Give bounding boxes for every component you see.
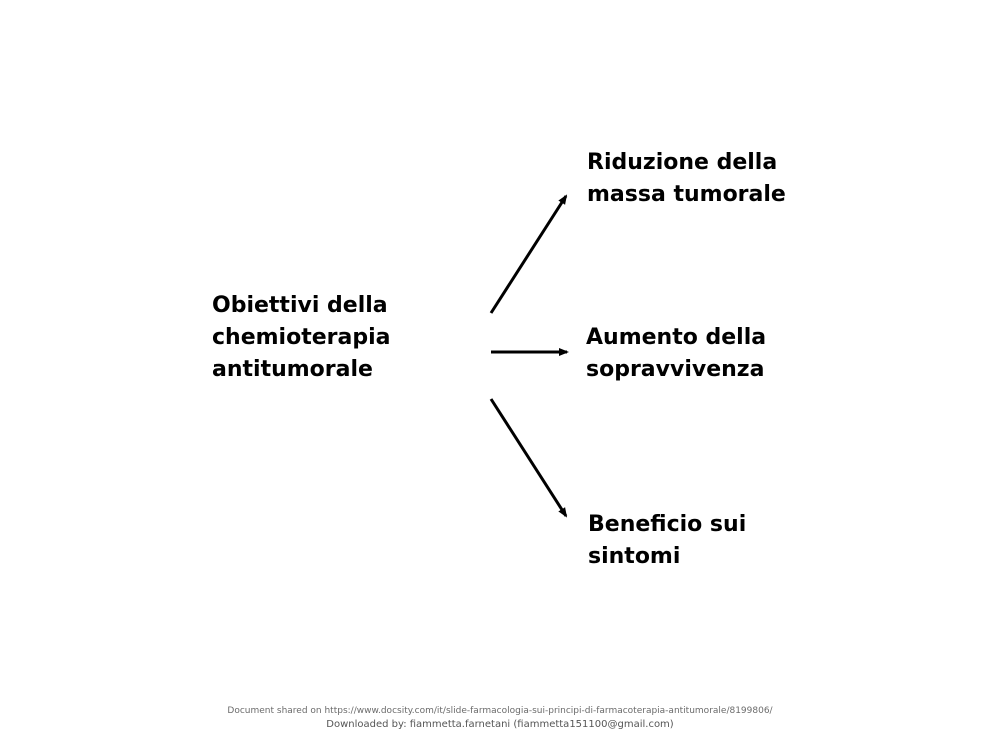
footer-downloaded-by: Downloaded by: fiammetta.farnetani (fiam… [326, 719, 674, 730]
goal-1-line-2: massa tumorale [587, 182, 786, 207]
source-node: Obiettivi della chemioterapia antitumora… [212, 290, 390, 386]
goal-3-line-1: Beneficio sui [588, 512, 747, 537]
goal-1-line-1: Riduzione della [587, 150, 778, 175]
goal-2-line-2: sopravvivenza [586, 357, 765, 382]
source-line-1: Obiettivi della [212, 293, 388, 318]
arrow-up [489, 194, 568, 314]
arrow-down [489, 398, 568, 518]
source-line-2: chemioterapia [212, 325, 391, 350]
goal-3-line-2: sintomi [588, 544, 681, 569]
goal-node-tumor-reduction: Riduzione della massa tumorale [587, 147, 786, 211]
goal-node-symptom-benefit: Beneficio sui sintomi [588, 509, 746, 573]
footer-shared-link[interactable]: Document shared on https://www.docsity.c… [227, 706, 773, 716]
goal-2-line-1: Aumento della [586, 325, 767, 350]
source-line-3: antitumorale [212, 357, 373, 382]
goal-node-survival: Aumento della sopravvivenza [586, 322, 766, 386]
